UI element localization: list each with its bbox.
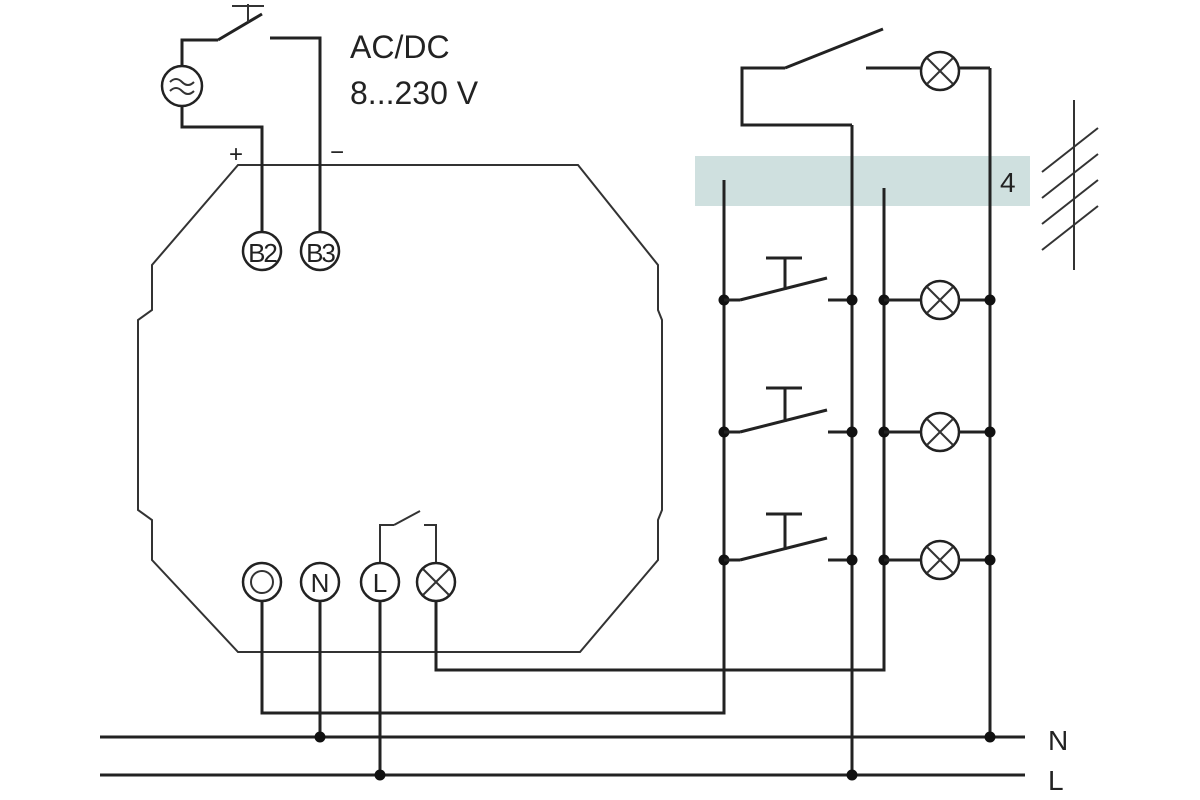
terminal-b3: B3 [299,230,341,272]
junction-dot [984,731,996,743]
pushbutton-row-3 [718,512,996,581]
common-wire [260,180,726,715]
junction-dot [846,769,858,781]
plus-label: + [229,141,243,168]
line-bus-label: L [1048,765,1064,796]
svg-text:L: L [373,568,387,598]
cable-bundle-hatch [1041,100,1099,270]
junction-dot [314,731,326,743]
pushbutton-row-1 [718,256,996,321]
relay-contact [379,510,437,562]
supply-voltage-label: 8...230 V [350,75,479,111]
terminal-l: L [359,561,401,603]
svg-text:B3: B3 [306,238,335,268]
neutral-bus-label: N [1048,725,1068,756]
top-lamp-icon [919,50,990,92]
minus-label: − [330,139,344,166]
svg-text:N: N [311,568,330,598]
terminal-n: N [299,561,341,603]
pushbutton-row-2 [718,386,996,453]
device-housing [137,164,663,653]
svg-text:B2: B2 [248,238,277,268]
top-switch [740,27,920,127]
terminal-common [241,561,283,603]
supply-circuit: + − AC/DC 8...230 V [160,4,479,232]
cable-bundle-band [695,156,1030,206]
cable-bundle-count: 4 [1000,167,1016,198]
lamp-output-wire [434,188,886,672]
terminal-lamp-output [415,561,457,603]
supply-type-label: AC/DC [350,29,450,65]
ac-source-icon [160,64,204,108]
junction-dot [374,769,386,781]
terminal-b2: B2 [241,230,283,272]
